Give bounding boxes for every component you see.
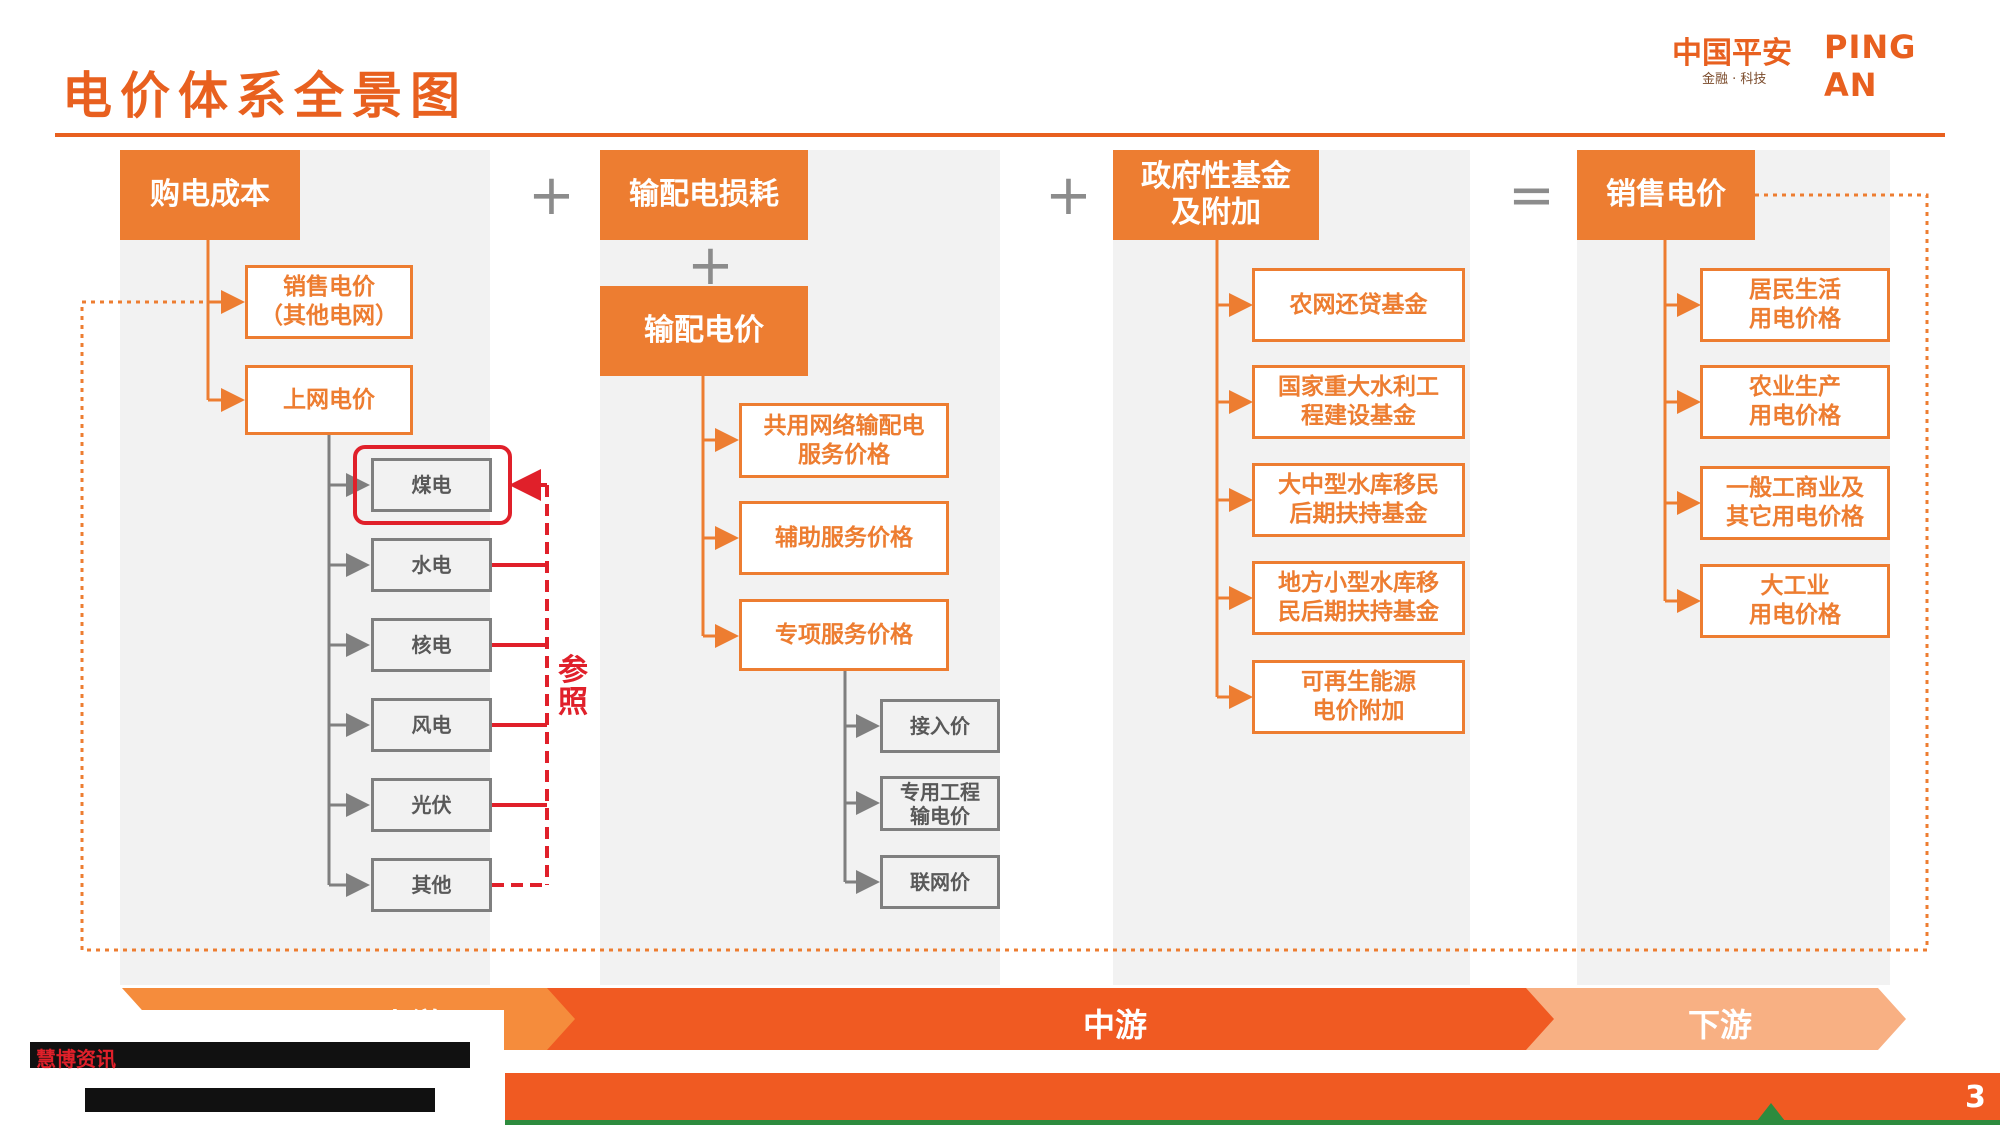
logo-cn: 中国平安 — [1672, 36, 1792, 71]
box-agricultural-price: 农业生产 用电价格 — [1700, 365, 1890, 439]
logo-sub: 金融 · 科技 — [1702, 72, 1767, 87]
header-transmission-price: 输配电价 — [600, 286, 808, 376]
midstream-label: 中游 — [1083, 1006, 1148, 1044]
midstream-arrow — [547, 988, 1558, 1050]
page-number: 3 — [1965, 1080, 1986, 1115]
downstream-arrow — [1526, 988, 1906, 1050]
box-other-power: 其他 — [371, 858, 492, 912]
header-government-funds: 政府性基金 及附加 — [1113, 150, 1319, 240]
box-rural-grid-loan-fund: 农网还贷基金 — [1252, 268, 1465, 342]
box-residential-price: 居民生活 用电价格 — [1700, 268, 1890, 342]
box-ancillary-service: 辅助服务价格 — [739, 501, 949, 575]
watermark-black-band-1 — [30, 1042, 470, 1068]
plus-operator-2: + — [1045, 163, 1092, 228]
watermark-black-band-2 — [85, 1088, 435, 1112]
header-transmission-loss: 输配电损耗 — [600, 150, 808, 240]
box-dedicated-line-price: 专用工程 输电价 — [880, 776, 1000, 831]
downstream-label: 下游 — [1688, 1006, 1753, 1044]
box-interconnection-price: 联网价 — [880, 855, 1000, 909]
box-access-price: 接入价 — [880, 699, 1000, 753]
box-renewable-surcharge: 可再生能源 电价附加 — [1252, 660, 1465, 734]
box-coal-power: 煤电 — [371, 458, 492, 512]
box-special-service: 专项服务价格 — [739, 599, 949, 671]
reference-label: 参照 — [558, 653, 588, 720]
box-small-reservoir-fund: 地方小型水库移 民后期扶持基金 — [1252, 561, 1465, 635]
page-title: 电价体系全景图 — [62, 66, 468, 125]
box-general-commercial-price: 一般工商业及 其它用电价格 — [1700, 466, 1890, 540]
box-nuclear-power: 核电 — [371, 618, 492, 672]
logo-en: PING AN — [1824, 28, 1917, 104]
box-large-industry-price: 大工业 用电价格 — [1700, 564, 1890, 638]
footer-orange-bar — [505, 1073, 2000, 1123]
plus-operator-1: + — [528, 163, 575, 228]
header-purchase-cost: 购电成本 — [120, 150, 300, 240]
box-shared-network-service: 共用网络输配电 服务价格 — [739, 403, 949, 478]
box-water-conservancy-fund: 国家重大水利工 程建设基金 — [1252, 365, 1465, 439]
footer-green-mark — [1757, 1103, 1785, 1121]
box-sales-price-other-grid: 销售电价 （其他电网） — [245, 265, 413, 339]
box-hydro-power: 水电 — [371, 538, 492, 592]
box-large-reservoir-fund: 大中型水库移民 后期扶持基金 — [1252, 463, 1465, 537]
watermark-brand: 慧博资讯 — [36, 1047, 116, 1071]
equals-operator: = — [1508, 163, 1555, 228]
box-solar-power: 光伏 — [371, 778, 492, 832]
footer-green-rule — [505, 1120, 2000, 1125]
header-sales-price: 销售电价 — [1577, 150, 1755, 240]
ping-an-logo: 中国平安 PING AN 金融 · 科技 — [1672, 28, 1972, 104]
title-rule — [55, 133, 1945, 137]
box-wind-power: 风电 — [371, 698, 492, 752]
plus-operator-3: + — [687, 233, 734, 298]
box-on-grid-price: 上网电价 — [245, 365, 413, 435]
